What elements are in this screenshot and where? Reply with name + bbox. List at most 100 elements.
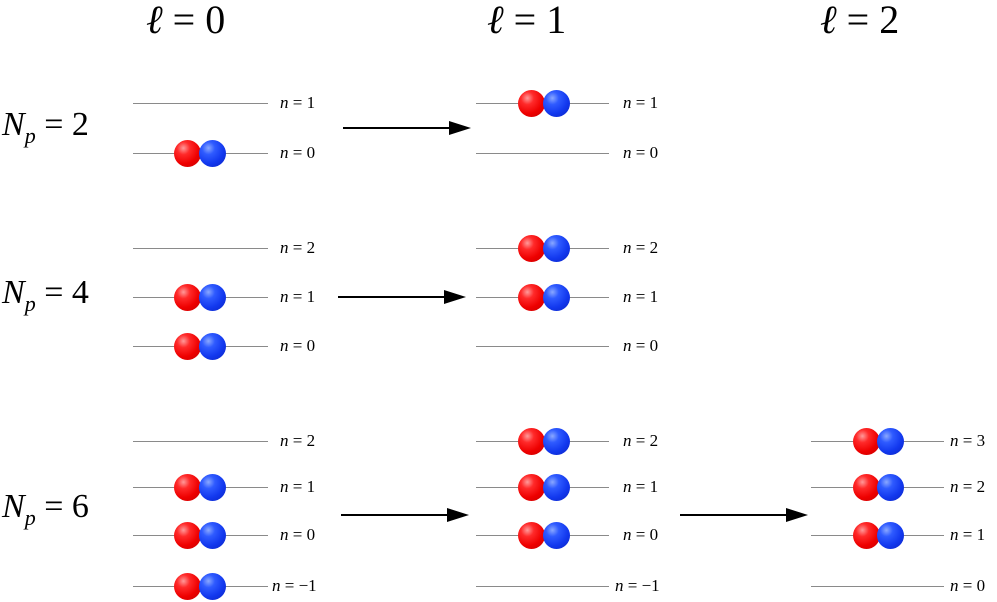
neutron-ball-icon [199, 140, 226, 167]
neutron-ball-icon [543, 284, 570, 311]
level-label-np6-l0: n = 0 [280, 526, 315, 544]
n-variable: n [623, 477, 632, 496]
row-label-np2: Np = 2 [2, 106, 89, 149]
column-header-l2: ℓ = 2 [820, 0, 899, 43]
proton-ball-icon [853, 428, 880, 455]
n-variable: n [280, 525, 289, 544]
neutron-ball-icon [199, 474, 226, 501]
n-variable: n [950, 431, 959, 450]
neutron-ball-icon [543, 522, 570, 549]
proton-ball-icon [174, 284, 201, 311]
equals-sign: = [836, 0, 880, 42]
level-label-np2-l1: n = 1 [623, 94, 658, 112]
level-number: 2 [649, 238, 659, 257]
level-number: 1 [649, 477, 659, 496]
equals-sign: = [631, 431, 650, 450]
arrow-np2-l0-to-l1 [343, 121, 471, 135]
n-variable: n [623, 238, 632, 257]
equals-sign: = [631, 93, 650, 112]
level-label-np6-l1: n = 0 [623, 526, 658, 544]
equals-sign: = [623, 576, 642, 595]
equals-sign: = [35, 106, 72, 143]
n-variable: n [623, 336, 632, 355]
header-value: 2 [879, 0, 900, 42]
equals-sign: = [631, 287, 650, 306]
equals-sign: = [162, 0, 206, 42]
equals-sign: = [288, 431, 307, 450]
level-number: 0 [649, 525, 659, 544]
level-label-np4-l1: n = 1 [623, 288, 658, 306]
level-number: 0 [649, 143, 659, 162]
neutron-ball-icon [543, 474, 570, 501]
level-number: 1 [306, 93, 316, 112]
proton-ball-icon [518, 522, 545, 549]
equals-sign: = [958, 477, 977, 496]
neutron-ball-icon [543, 428, 570, 455]
level-label-np6-l2: n = 3 [950, 432, 985, 450]
level-label-np6-l1: n = 1 [623, 478, 658, 496]
level-line-np2-l0 [133, 103, 268, 104]
equals-sign: = [631, 238, 650, 257]
n-variable: n [280, 336, 289, 355]
equals-sign: = [288, 336, 307, 355]
level-number: 2 [976, 477, 986, 496]
neutron-ball-icon [199, 284, 226, 311]
proton-ball-icon [174, 522, 201, 549]
level-label-np6-l2: n = 2 [950, 478, 985, 496]
equals-sign: = [631, 143, 650, 162]
level-line-np4-l1 [476, 346, 609, 347]
n-variable: n [280, 287, 289, 306]
n-symbol: N [2, 106, 25, 143]
neutron-ball-icon [543, 90, 570, 117]
n-variable: n [623, 287, 632, 306]
level-label-np4-l1: n = 0 [623, 337, 658, 355]
n-symbol: N [2, 488, 25, 525]
level-number: 2 [306, 431, 316, 450]
n-variable: n [623, 431, 632, 450]
proton-ball-icon [174, 333, 201, 360]
level-label-np6-l2: n = 1 [950, 526, 985, 544]
ell-symbol: ℓ [820, 0, 837, 43]
proton-ball-icon [518, 90, 545, 117]
equals-sign: = [958, 576, 977, 595]
level-number: 1 [306, 287, 316, 306]
subscript: p [24, 505, 36, 530]
n-variable: n [280, 93, 289, 112]
equals-sign: = [35, 488, 72, 525]
equals-sign: = [503, 0, 547, 42]
level-line-np6-l1 [476, 586, 609, 587]
level-number: 3 [976, 431, 986, 450]
neutron-ball-icon [199, 333, 226, 360]
neutron-ball-icon [877, 474, 904, 501]
n-variable: n [623, 525, 632, 544]
level-label-np2-l1: n = 0 [623, 144, 658, 162]
row-value: 2 [71, 106, 89, 143]
level-line-np6-l0 [133, 441, 268, 442]
neutron-ball-icon [199, 522, 226, 549]
level-number: 2 [649, 431, 659, 450]
level-label-np2-l0: n = 0 [280, 144, 315, 162]
proton-ball-icon [518, 235, 545, 262]
level-label-np6-l0: n = 1 [280, 478, 315, 496]
proton-ball-icon [174, 573, 201, 600]
level-number: 1 [649, 93, 659, 112]
row-value: 6 [71, 488, 89, 525]
level-number: 0 [306, 525, 316, 544]
level-label-np4-l0: n = 0 [280, 337, 315, 355]
level-number: 0 [306, 336, 316, 355]
arrow-np4-l0-to-l1 [338, 290, 466, 304]
proton-ball-icon [518, 284, 545, 311]
equals-sign: = [631, 477, 650, 496]
level-number: 0 [306, 143, 316, 162]
level-number: −1 [298, 576, 317, 595]
equals-sign: = [958, 431, 977, 450]
equals-sign: = [288, 525, 307, 544]
equals-sign: = [288, 93, 307, 112]
arrow-np6-l1-to-l2 [680, 508, 808, 522]
ell-symbol: ℓ [146, 0, 163, 43]
level-number: 1 [306, 477, 316, 496]
level-number: 0 [649, 336, 659, 355]
level-number: 2 [306, 238, 316, 257]
ell-symbol: ℓ [487, 0, 504, 43]
n-variable: n [272, 576, 281, 595]
